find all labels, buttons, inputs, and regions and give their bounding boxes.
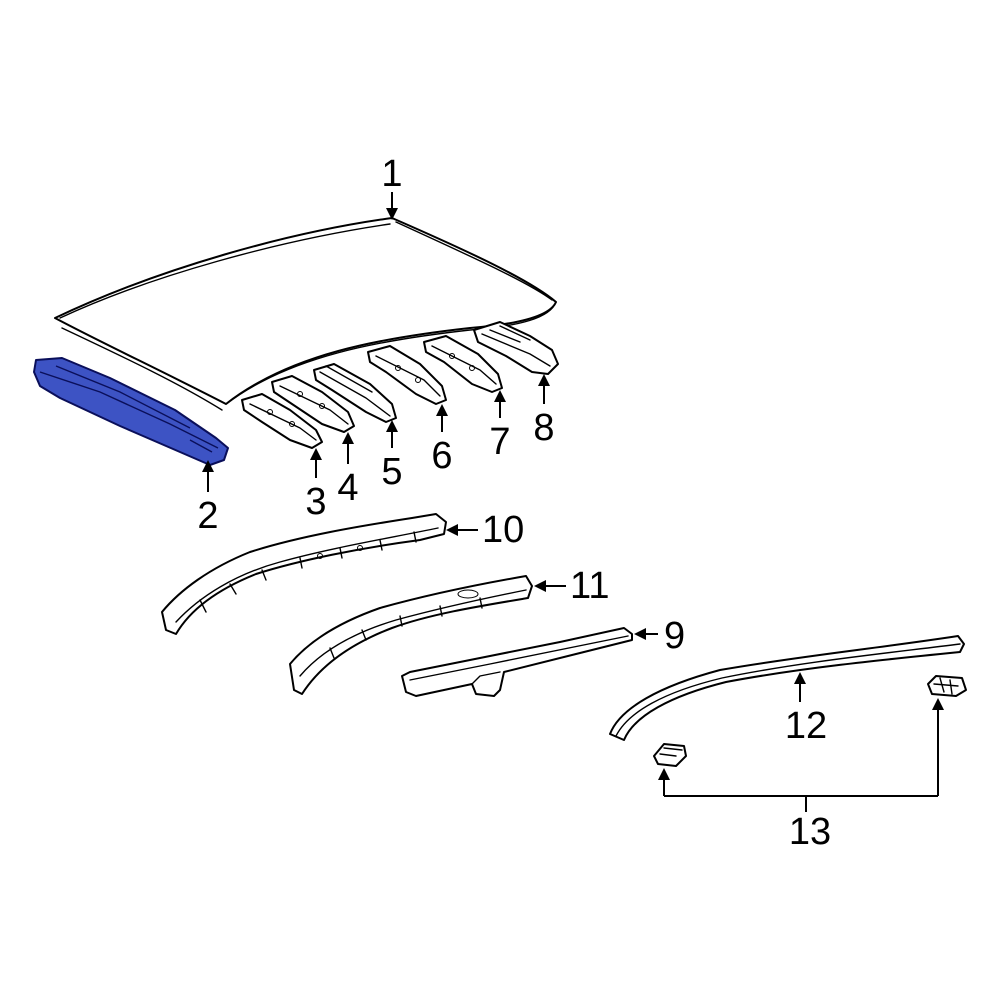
callout-labels: 1 2 3 4 5 6 7 8 9 10 11 12 13 bbox=[197, 153, 831, 853]
callout-12: 12 bbox=[785, 705, 827, 747]
molding-clip-13-right[interactable] bbox=[927, 675, 967, 697]
roof-bow-7[interactable] bbox=[423, 335, 503, 393]
roof-bow-6[interactable] bbox=[367, 345, 447, 405]
callout-4: 4 bbox=[337, 467, 358, 509]
callout-8: 8 bbox=[533, 407, 554, 449]
callout-3: 3 bbox=[305, 481, 326, 523]
roof-bow-4[interactable] bbox=[271, 375, 355, 433]
callout-6: 6 bbox=[431, 435, 452, 477]
callout-1: 1 bbox=[381, 153, 402, 195]
roof-panel[interactable] bbox=[54, 217, 557, 411]
callout-13: 13 bbox=[789, 811, 831, 853]
roof-bow-3[interactable] bbox=[241, 393, 323, 449]
molding-clip-13-left[interactable] bbox=[653, 743, 687, 767]
callout-2: 2 bbox=[197, 495, 218, 537]
callout-7: 7 bbox=[489, 421, 510, 463]
roof-bow-5[interactable] bbox=[313, 363, 397, 423]
callout-5: 5 bbox=[381, 451, 402, 493]
callout-10: 10 bbox=[482, 509, 524, 551]
callout-9: 9 bbox=[664, 615, 685, 657]
roof-molding-12[interactable] bbox=[609, 635, 965, 741]
roof-side-rail-11[interactable] bbox=[289, 575, 533, 695]
roof-rail-reinforcement-9[interactable] bbox=[401, 627, 633, 697]
roof-side-rail-10[interactable] bbox=[161, 513, 447, 635]
front-header-panel-highlighted[interactable] bbox=[33, 357, 229, 466]
leader-lines bbox=[202, 192, 944, 812]
roof-bow-8[interactable] bbox=[473, 321, 559, 375]
callout-11: 11 bbox=[570, 565, 609, 607]
